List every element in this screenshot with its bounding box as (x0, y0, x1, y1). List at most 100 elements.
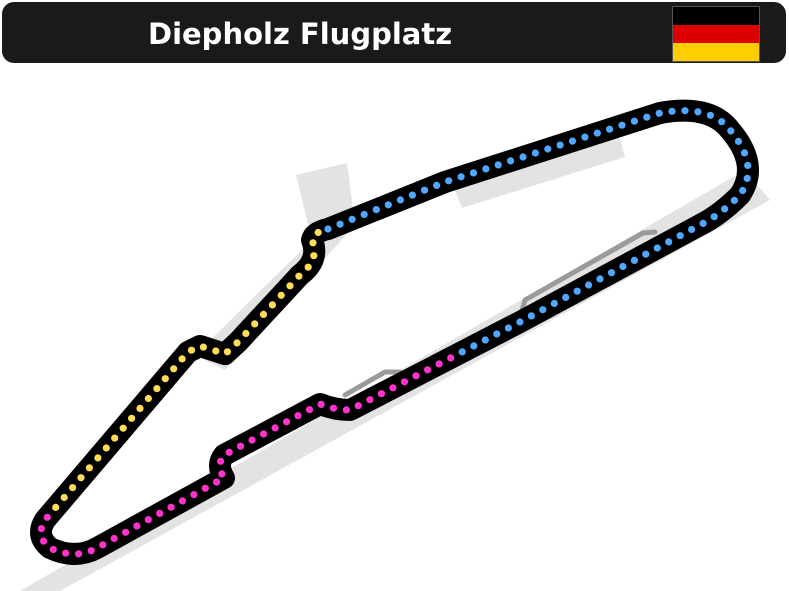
sector-3-dot (119, 424, 127, 432)
sector-1-dot (596, 275, 604, 283)
sector-2-dot (178, 497, 187, 505)
sector-1-dot (593, 129, 601, 137)
sector-2-dot (40, 537, 48, 545)
sector-1-dot (694, 108, 702, 116)
sector-1-dot (482, 165, 490, 173)
sector-1-dot (324, 225, 332, 233)
sector-2-dot (217, 457, 225, 465)
sector-1-dot (504, 324, 512, 332)
sector-1-dot (743, 174, 751, 182)
track-outline (30, 99, 759, 565)
sector-1-dot (721, 205, 729, 213)
sector-3-dot (199, 343, 207, 351)
sector-2-dot (190, 491, 198, 499)
sector-2-dot (49, 545, 57, 554)
sector-2-dot (237, 442, 245, 450)
sector-1-dot (668, 107, 676, 115)
sector-2-dot (260, 430, 268, 438)
sector-1-dot (568, 137, 577, 145)
sector-1-dot (643, 113, 651, 121)
sector-3-dot (304, 263, 312, 271)
sector-2-dot (110, 534, 118, 543)
sector-3-dot (153, 385, 161, 393)
sector-1-dot (544, 145, 552, 153)
sector-3-dot (77, 474, 85, 482)
sector-1-dot (630, 117, 639, 125)
sector-1-dot (676, 232, 684, 240)
sector-1-dot (710, 213, 718, 221)
sector-1-dot (420, 186, 429, 194)
sector-1-dot (699, 219, 707, 227)
sector-2-dot (62, 549, 70, 557)
sector-1-dot (581, 133, 589, 141)
sector-1-dot (384, 201, 392, 209)
sector-2-dot (144, 516, 152, 524)
sector-3-dot (286, 282, 294, 290)
sector-2-dot (389, 384, 397, 392)
sector-1-dot (470, 342, 478, 350)
sector-2-dot (167, 503, 175, 511)
sector-2-dot (283, 418, 291, 426)
sector-1-dot (507, 157, 515, 165)
sector-3-dot (223, 348, 231, 356)
flag-stripe-red (673, 25, 759, 43)
sector-1-dot (630, 256, 639, 264)
sector-1-dot (531, 149, 540, 157)
sector-3-dot (233, 339, 241, 347)
sector-3-dot (259, 310, 268, 318)
sector-3-dot (314, 228, 322, 237)
sector-2-dot (435, 360, 443, 368)
sector-1-dot (336, 220, 344, 228)
sector-2-dot (133, 522, 141, 530)
sector-2-dot (412, 372, 420, 380)
sector-1-dot (527, 312, 536, 320)
sector-3-dot (242, 329, 250, 338)
sector-3-dot (69, 484, 77, 492)
sector-3-dot (187, 346, 196, 354)
sector-2-dot (366, 396, 374, 404)
sector-2-dot (424, 366, 432, 374)
sector-2-dot (87, 547, 95, 555)
sector-1-dot (519, 153, 527, 161)
sector-1-dot (681, 107, 689, 115)
sector-3-dot (170, 365, 178, 373)
sector-1-dot (445, 177, 453, 185)
sector-3-dot (251, 320, 259, 328)
sector-2-dot (99, 541, 107, 549)
sector-3-dot (144, 394, 152, 403)
sector-1-dot (457, 173, 465, 181)
sector-3-dot (277, 291, 285, 299)
sector-1-dot (396, 196, 404, 204)
sector-1-dot (539, 306, 547, 314)
sector-1-dot (516, 318, 524, 326)
sector-3-dot (128, 414, 136, 422)
germany-flag-icon (672, 6, 760, 62)
sector-3-dot (268, 301, 276, 309)
sector-1-dot (734, 137, 743, 145)
sector-1-dot (433, 181, 441, 189)
sector-2-dot (271, 424, 279, 432)
sector-2-dot (342, 406, 350, 414)
sector-1-dot (665, 238, 673, 246)
sector-2-dot (305, 406, 314, 414)
sector-1-dot (739, 186, 747, 195)
sector-3-dot (295, 272, 303, 280)
sector-1-dot (372, 206, 380, 214)
flag-stripe-black (673, 7, 759, 25)
sector-1-dot (493, 330, 501, 338)
sector-3-dot (212, 347, 220, 355)
sector-2-dot (447, 354, 455, 362)
sector-3-dot (310, 252, 318, 260)
sector-1-dot (481, 336, 489, 344)
sector-3-dot (85, 464, 93, 472)
sector-2-dot (225, 448, 233, 456)
sector-1-dot (606, 125, 614, 133)
sector-1-dot (642, 250, 650, 258)
sector-1-dot (585, 281, 593, 289)
sector-2-dot (43, 513, 51, 521)
sector-3-dot (111, 434, 119, 442)
sector-2-dot (294, 412, 302, 420)
sector-2-dot (75, 550, 83, 558)
sector-2-dot (213, 478, 221, 486)
sector-dots (37, 107, 752, 558)
